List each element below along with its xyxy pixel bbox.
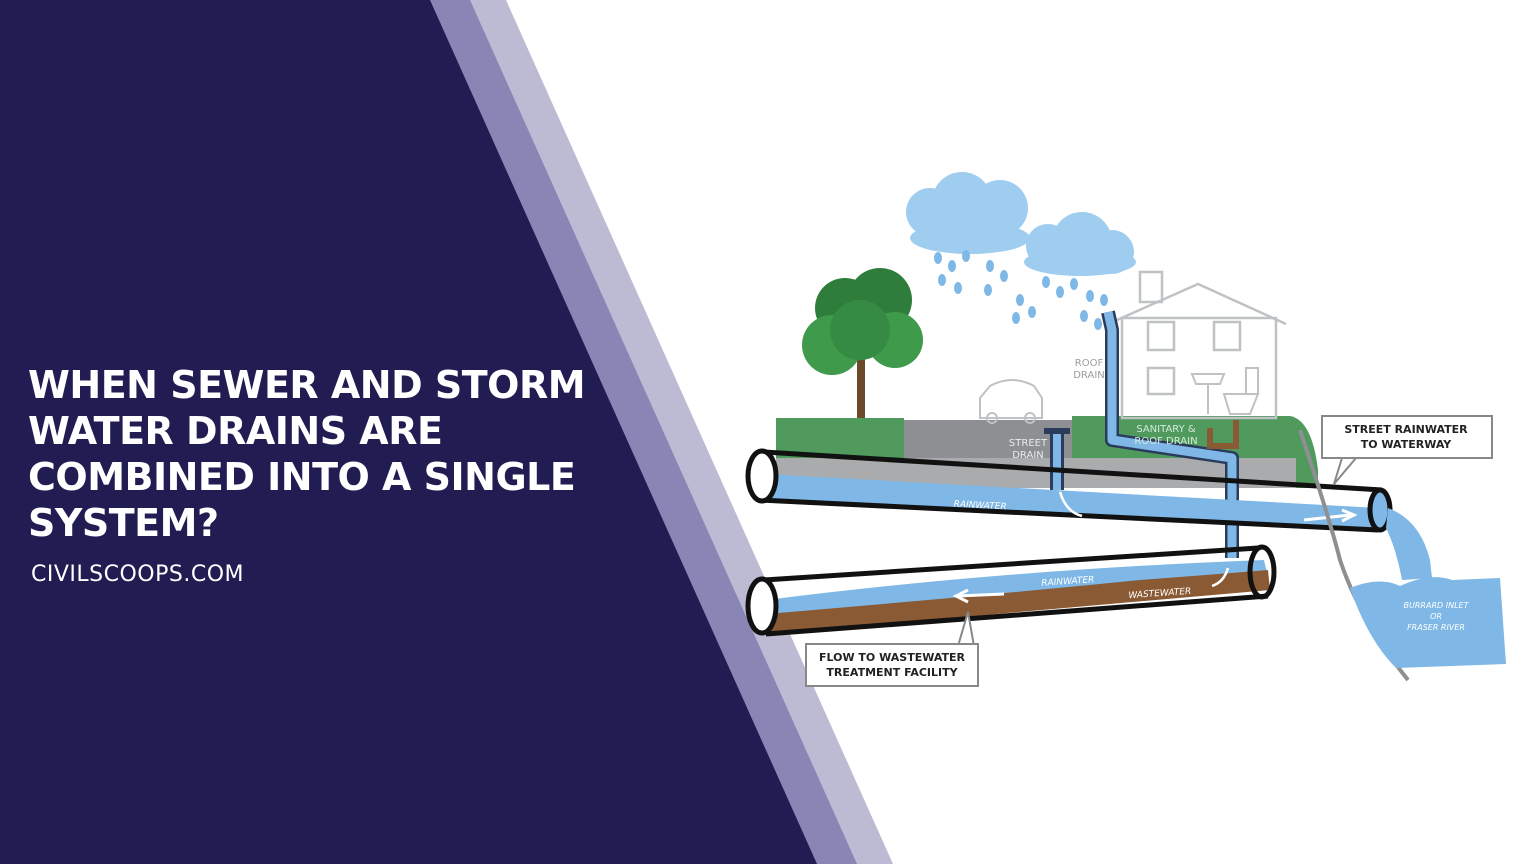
combined-pipe xyxy=(745,544,1277,637)
headline: WHEN SEWER AND STORM WATER DRAINS ARE CO… xyxy=(28,363,586,545)
label-street-drain-2: DRAIN xyxy=(1012,450,1044,461)
rain-drops xyxy=(934,250,1108,330)
label-street-drain-1: STREET xyxy=(1009,438,1048,449)
sink-icon xyxy=(1190,373,1226,414)
storm-pipe xyxy=(745,448,1393,533)
svg-text:TREATMENT FACILITY: TREATMENT FACILITY xyxy=(826,666,958,679)
roof-drain-pipe xyxy=(1101,310,1239,558)
label-rainwater-upper: RAINWATER xyxy=(953,500,1007,513)
street-drain-pipe xyxy=(1044,428,1070,490)
stripe-light xyxy=(468,0,893,864)
toilet-icon xyxy=(1222,367,1260,415)
label-wastewater: WASTEWATER xyxy=(1128,587,1191,601)
house-icon xyxy=(1107,270,1287,420)
label-river-1: BURRARD INLET xyxy=(1404,601,1470,610)
label-sanitary-1: SANITARY & xyxy=(1136,424,1196,435)
label-roof-drain-1: ROOF xyxy=(1075,358,1104,369)
cloud-icon xyxy=(906,172,1136,276)
navy-panel xyxy=(0,0,817,864)
callout-waterway: STREET RAINWATER TO WATERWAY xyxy=(1321,415,1493,485)
site-link[interactable]: CIVILSCOOPS.COM xyxy=(31,562,244,587)
river xyxy=(1350,577,1506,668)
combined-sewer-diagram: ROOF DRAIN STREET DRAIN SANITARY & ROOF … xyxy=(745,172,1506,687)
outfall-flow xyxy=(1386,508,1432,580)
stripe-mid xyxy=(428,0,857,864)
svg-text:STREET RAINWATER: STREET RAINWATER xyxy=(1344,423,1468,436)
label-rainwater-lower: RAINWATER xyxy=(1041,575,1095,589)
car-icon xyxy=(979,379,1043,424)
grass-left xyxy=(776,418,904,458)
svg-text:FLOW TO WASTEWATER: FLOW TO WASTEWATER xyxy=(819,651,966,664)
svg-text:TO WATERWAY: TO WATERWAY xyxy=(1361,438,1453,451)
sanitary-pipe xyxy=(1207,420,1239,449)
tree-icon xyxy=(802,268,923,422)
label-roof-drain-2: DRAIN xyxy=(1073,370,1105,381)
label-sanitary-2: ROOF DRAIN xyxy=(1134,436,1197,447)
label-river-2: OR xyxy=(1430,612,1442,621)
callout-treatment: FLOW TO WASTEWATER TREATMENT FACILITY xyxy=(805,611,979,687)
label-river-3: FRASER RIVER xyxy=(1407,623,1465,632)
